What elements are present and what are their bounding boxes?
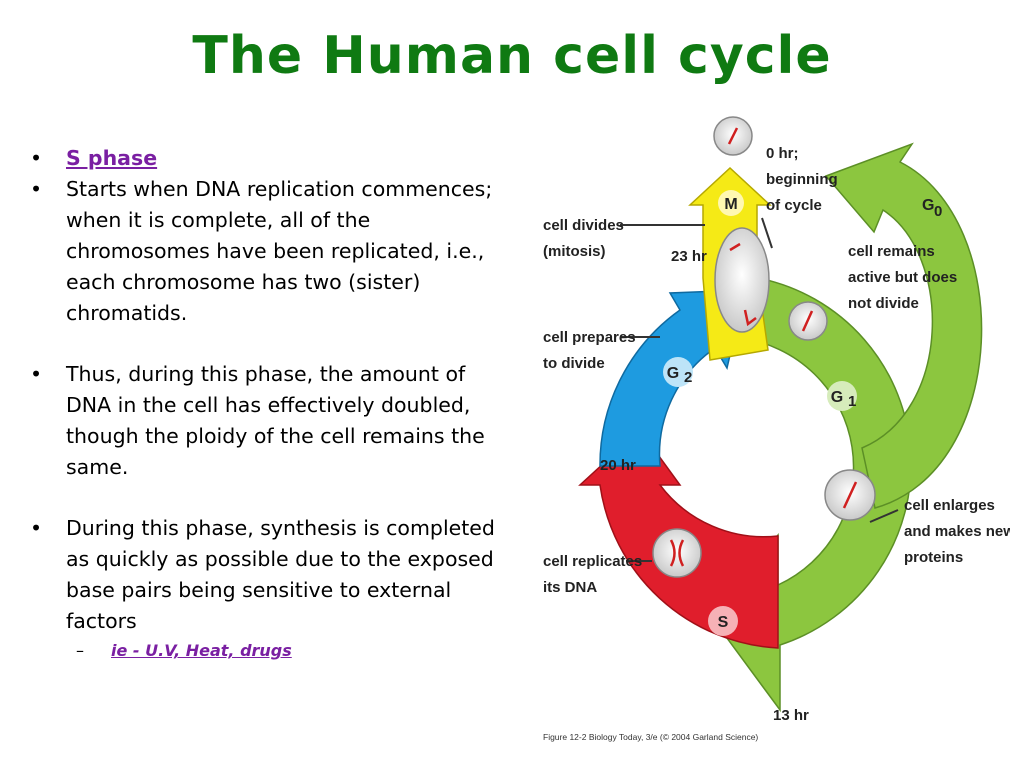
s-phase-link[interactable]: S phase xyxy=(66,146,158,170)
g1-phase-label: G xyxy=(831,389,843,406)
bullet-text: During this phase, synthesis is complete… xyxy=(66,516,495,633)
m-phase-label: M xyxy=(724,196,737,213)
time-0-line2: beginning xyxy=(766,171,838,188)
bullet-marker: • xyxy=(30,146,43,170)
label-enlarges-3: proteins xyxy=(904,549,963,566)
time-23: 23 hr xyxy=(671,248,707,265)
bullet-heading: • S phase xyxy=(28,143,503,174)
label-enlarges-1: cell enlarges xyxy=(904,497,995,514)
s-badge xyxy=(708,606,738,636)
g2-badge xyxy=(663,357,693,387)
dash-marker: – xyxy=(76,641,84,660)
chromosome-mark xyxy=(801,310,814,332)
bullet-item: • Starts when DNA replication commences;… xyxy=(28,174,503,329)
cell-cycle-figure: M G 2 G 1 S G 0 0 hr; beginning of cycle… xyxy=(540,110,1010,750)
chromosome-mark xyxy=(727,127,739,145)
g0-loop xyxy=(824,142,983,509)
sub-bullet: – ie - U.V, Heat, drugs xyxy=(28,639,503,663)
bullet-item: • Thus, during this phase, the amount of… xyxy=(28,359,503,483)
label-replicates-1: cell replicates xyxy=(543,553,642,570)
bullet-marker: • xyxy=(30,516,43,540)
label-active-2: active but does xyxy=(848,269,957,286)
time-20: 20 hr xyxy=(600,457,636,474)
bullet-text: Thus, during this phase, the amount of D… xyxy=(66,362,485,479)
m-badge xyxy=(718,190,744,216)
s-phase-label: S xyxy=(718,614,729,631)
label-prepares-1: cell prepares xyxy=(543,329,636,346)
g1-badge xyxy=(827,381,857,411)
chromosome-mark xyxy=(669,539,685,567)
chromosome-mark xyxy=(729,242,757,327)
label-enlarges-2: and makes new xyxy=(904,523,1010,540)
g0-phase-label: G xyxy=(922,197,934,214)
chromosome-mark xyxy=(842,481,858,509)
figure-credit: Figure 12-2 Biology Today, 3/e (© 2004 G… xyxy=(543,732,758,742)
g2-phase-label: G xyxy=(667,365,679,382)
time-0-line1: 0 hr; xyxy=(766,145,799,162)
bullet-marker: • xyxy=(30,177,43,201)
bullet-marker: • xyxy=(30,362,43,386)
factors-link[interactable]: ie - U.V, Heat, drugs xyxy=(111,641,292,660)
label-prepares-2: to divide xyxy=(543,355,605,372)
leader-line xyxy=(869,509,899,523)
g0-phase-sub: 0 xyxy=(934,203,942,220)
bullet-text: Starts when DNA replication commences; w… xyxy=(66,177,493,325)
g2-phase-sub: 2 xyxy=(684,369,692,386)
time-13: 13 hr xyxy=(773,707,809,724)
cell-s xyxy=(652,528,702,578)
label-active-1: cell remains xyxy=(848,243,935,260)
bullet-list: • S phase • Starts when DNA replication … xyxy=(28,143,503,663)
bullet-item: • During this phase, synthesis is comple… xyxy=(28,513,503,637)
time-0-line3: of cycle xyxy=(766,197,822,214)
dividing-cell xyxy=(714,227,770,333)
label-active-3: not divide xyxy=(848,295,919,312)
label-replicates-2: its DNA xyxy=(543,579,597,596)
label-divides-1: cell divides xyxy=(543,217,624,234)
cell-cycle-diagram: M G 2 G 1 S G 0 0 hr; beginning of cycle… xyxy=(543,116,1010,742)
g1-phase-sub: 1 xyxy=(848,393,856,410)
leader-line xyxy=(761,217,773,249)
slide-title: The Human cell cycle xyxy=(192,26,832,86)
label-divides-2: (mitosis) xyxy=(543,243,606,260)
